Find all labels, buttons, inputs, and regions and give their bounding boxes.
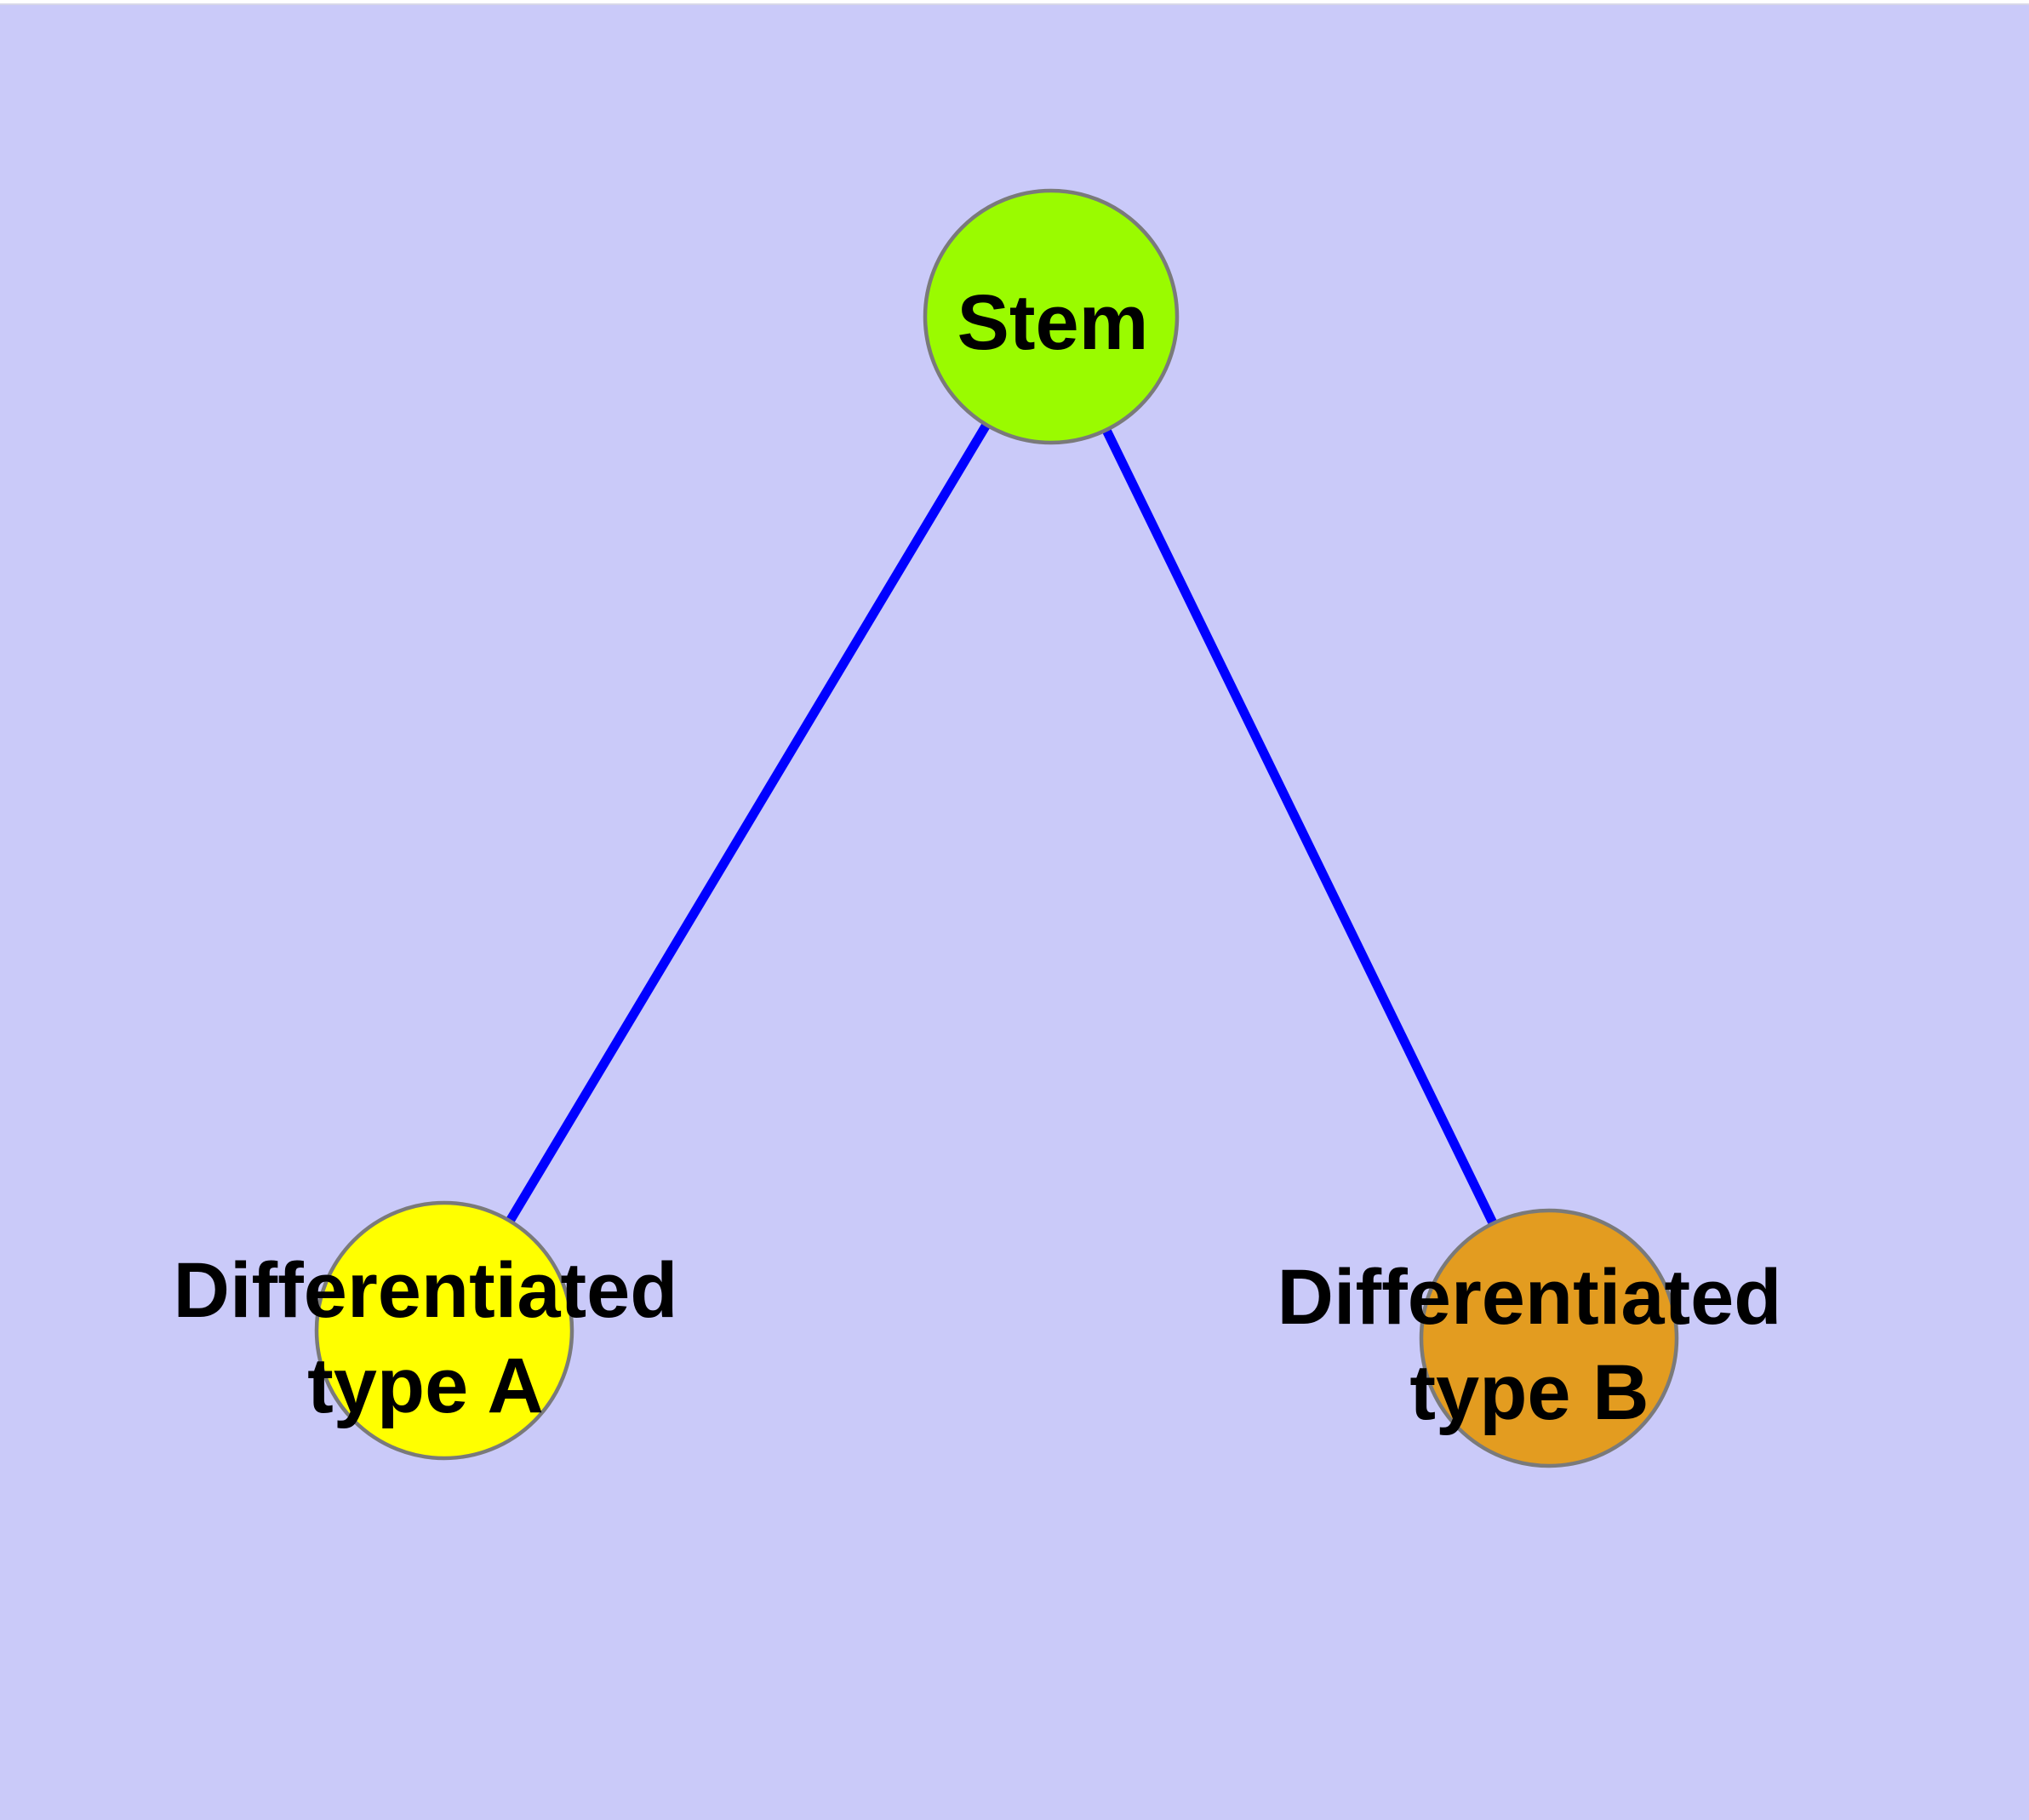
node-differentiated-type-b <box>1419 1208 1679 1468</box>
edge-stem-to-type-a <box>440 314 1055 1333</box>
node-stem <box>923 188 1180 445</box>
top-window-edge <box>0 0 2029 3</box>
node-stem-label: Stem <box>957 279 1149 366</box>
node-type-a-label-line2: type A <box>307 1342 544 1429</box>
node-type-b-label-line2: type B <box>1409 1349 1649 1436</box>
edge-stem-to-type-b <box>1047 314 1553 1341</box>
top-window-edge-line <box>0 3 2029 5</box>
node-type-a-label-line1: Differentiated <box>174 1247 678 1334</box>
node-differentiated-type-a <box>314 1200 574 1461</box>
node-type-b-label-line1: Differentiated <box>1277 1254 1782 1341</box>
